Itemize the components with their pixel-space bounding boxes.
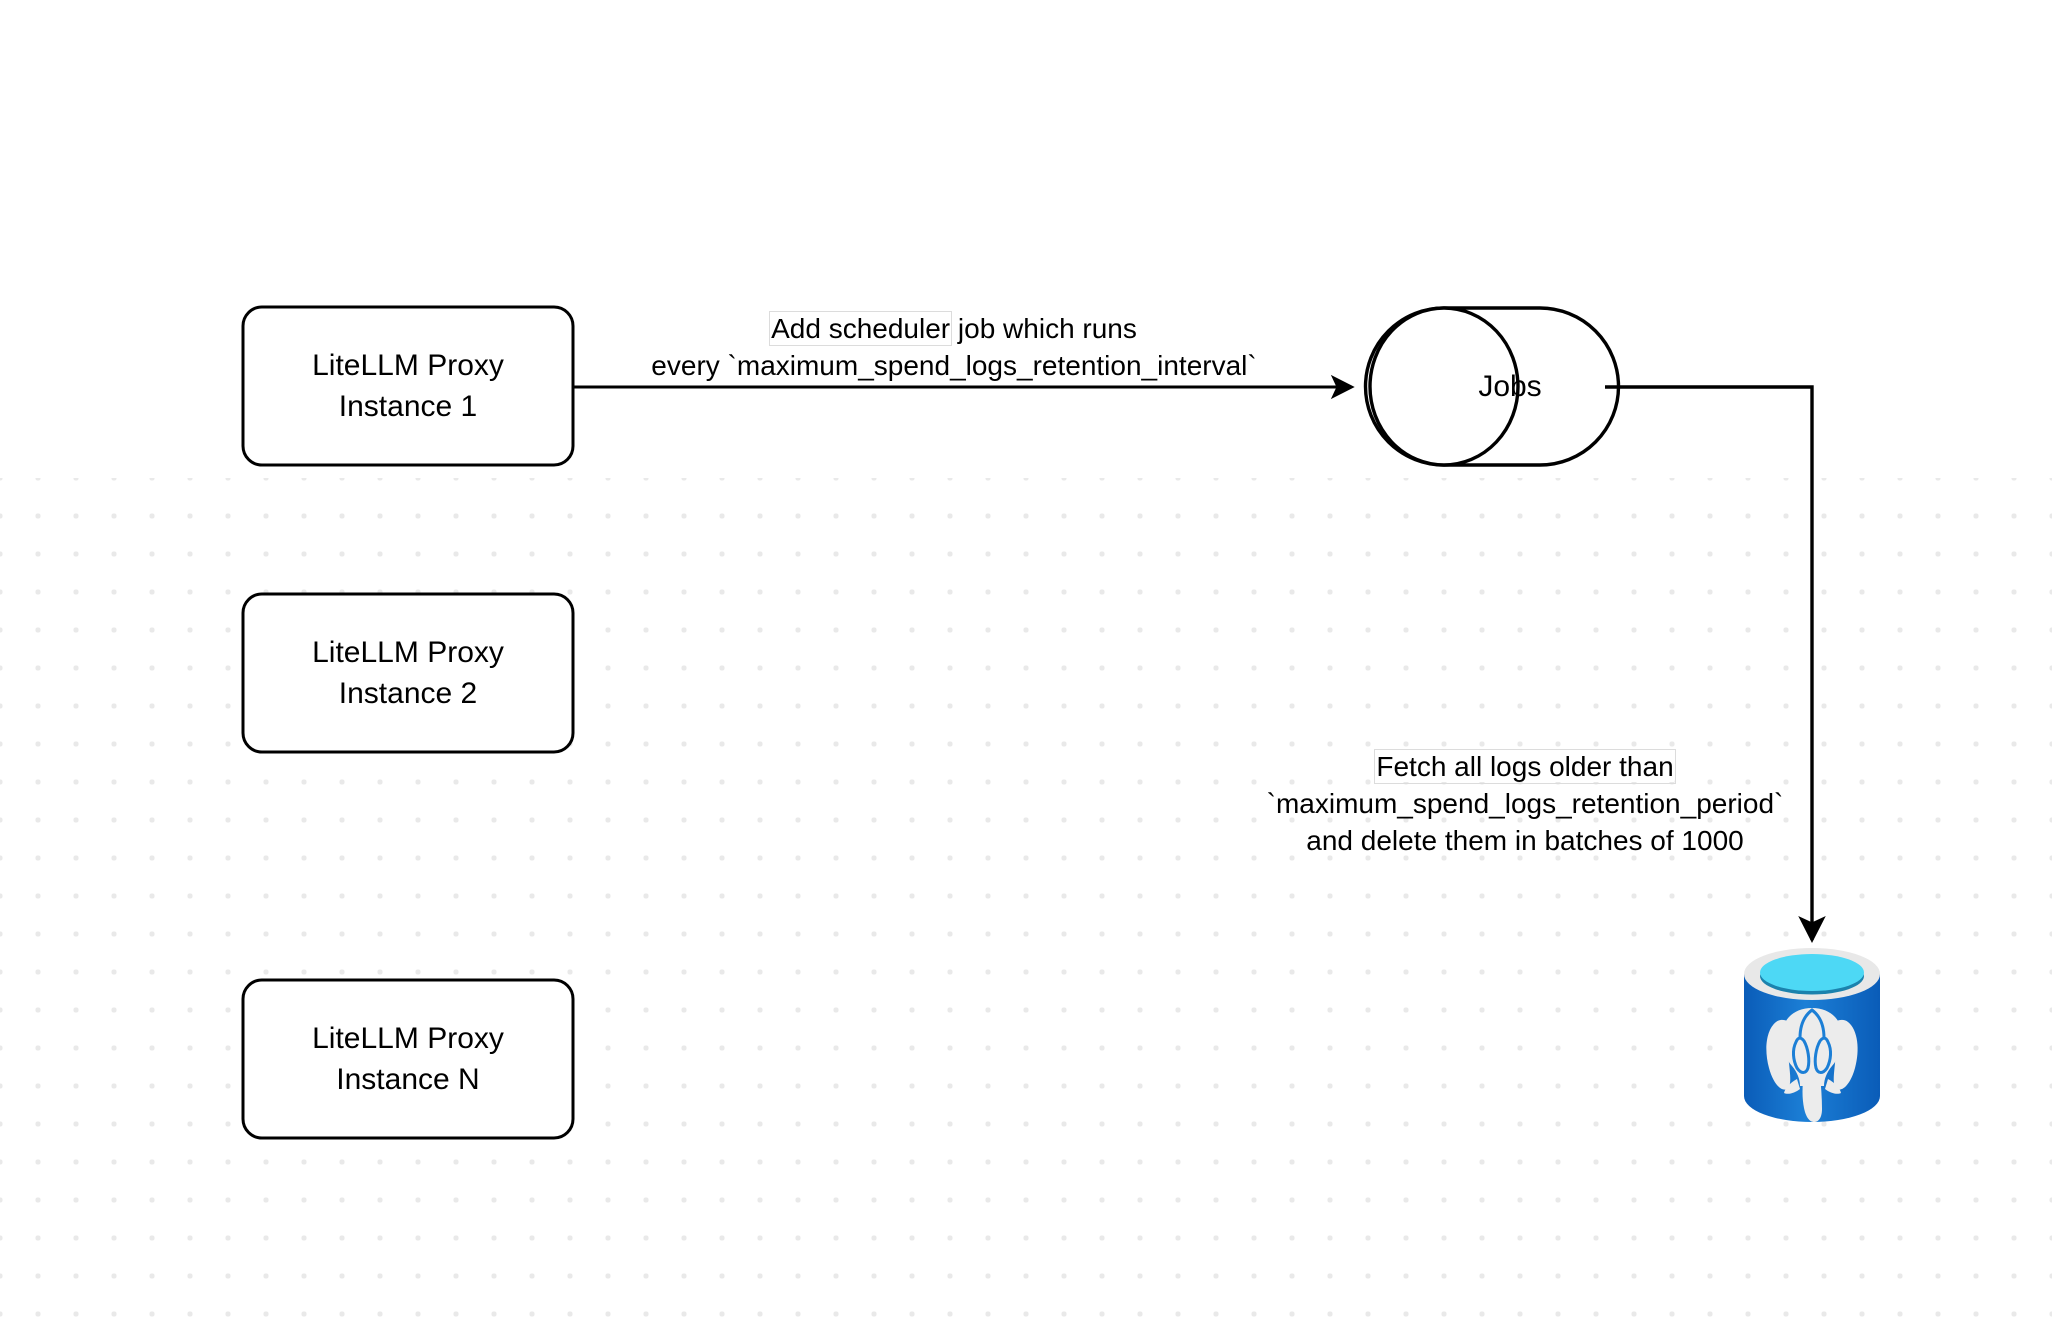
- node-proxy-instance-n[interactable]: [241, 978, 575, 1140]
- edge-label-fetch: Fetch all logs older than `maximum_spend…: [1235, 748, 1815, 859]
- edge-label-scheduler-line-2: every `maximum_spend_logs_retention_inte…: [651, 350, 1257, 381]
- edge-label-fetch-line-1: Fetch all logs older than: [1235, 748, 1815, 785]
- postgresql-database-icon[interactable]: [1742, 946, 1882, 1128]
- edge-label-scheduler-line-1: Add scheduler job which runs: [604, 310, 1304, 347]
- edge-label-scheduler-highlight: Add scheduler: [769, 311, 953, 346]
- edge-label-fetch-line-2: `maximum_spend_logs_retention_period`: [1266, 788, 1784, 819]
- node-proxy-instance-2[interactable]: [241, 592, 575, 754]
- node-jobs-cylinder[interactable]: [1363, 306, 1621, 467]
- postgresql-elephant-detail: [1792, 1008, 1832, 1074]
- node-proxy-instance-1[interactable]: [241, 305, 575, 467]
- edge-jobs-to-database: [1605, 385, 1826, 944]
- edge-label-scheduler-line-1-rest: job which runs: [950, 313, 1137, 344]
- edge-label-scheduler: Add scheduler job which runs every `maxi…: [604, 310, 1304, 384]
- edge-label-fetch-line-3: and delete them in batches of 1000: [1306, 825, 1744, 856]
- edge-label-fetch-highlight: Fetch all logs older than: [1374, 749, 1676, 784]
